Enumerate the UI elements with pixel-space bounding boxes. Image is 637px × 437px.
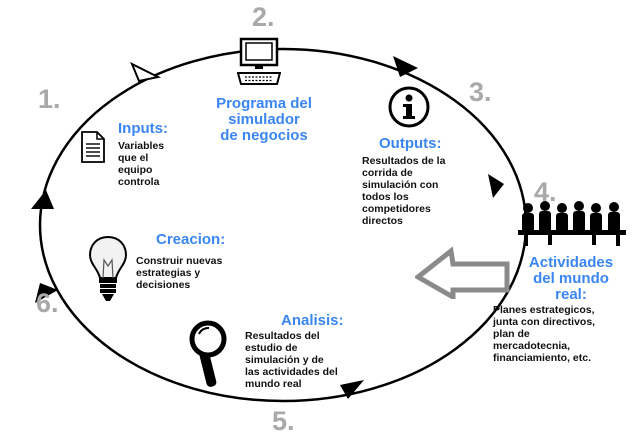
step-1-number: 1. (38, 84, 61, 114)
step-5-title: Analisis: (281, 312, 344, 329)
step-3-title: Outputs: (379, 135, 442, 152)
meeting-people-icon (518, 201, 626, 246)
cycle-arrow-bottom-left (35, 283, 58, 303)
step-6-title: Creacion: (156, 231, 226, 248)
step-4-number: 4. (534, 177, 557, 207)
info-icon (388, 86, 430, 128)
step-2-title: Programa del simulador de negocios (216, 95, 312, 144)
cycle-arrow-bottom (340, 380, 364, 399)
magnifier-icon (189, 320, 227, 387)
cycle-arrow-left (31, 190, 54, 209)
step-6-text: Construir nuevas estrategias y decisione… (136, 255, 223, 291)
step-5-number: 5. (272, 406, 295, 436)
step-4-text: Planes estrategicos, junta con directivo… (493, 304, 596, 364)
cycle-arrow-top-left (130, 61, 162, 83)
computer-icon (237, 37, 281, 85)
return-arrow-icon (415, 246, 510, 299)
step-1-title: Inputs: (118, 120, 168, 137)
document-icon (81, 131, 105, 163)
cycle-arrow-right (488, 174, 504, 198)
step-2-number: 2. (252, 2, 275, 32)
step-3-text: Resultados de la corrida de simulación c… (362, 155, 446, 227)
step-6-number: 6. (36, 288, 59, 318)
cycle-arrow-top-right (393, 56, 418, 77)
lightbulb-icon (88, 235, 128, 301)
step-1-text: Variables que el equipo controla (118, 140, 165, 188)
step-4-title: Actividades del mundo real: (528, 254, 614, 303)
step-5-text: Resultados del estudio de simulación y d… (245, 330, 338, 390)
step-3-number: 3. (469, 77, 492, 107)
